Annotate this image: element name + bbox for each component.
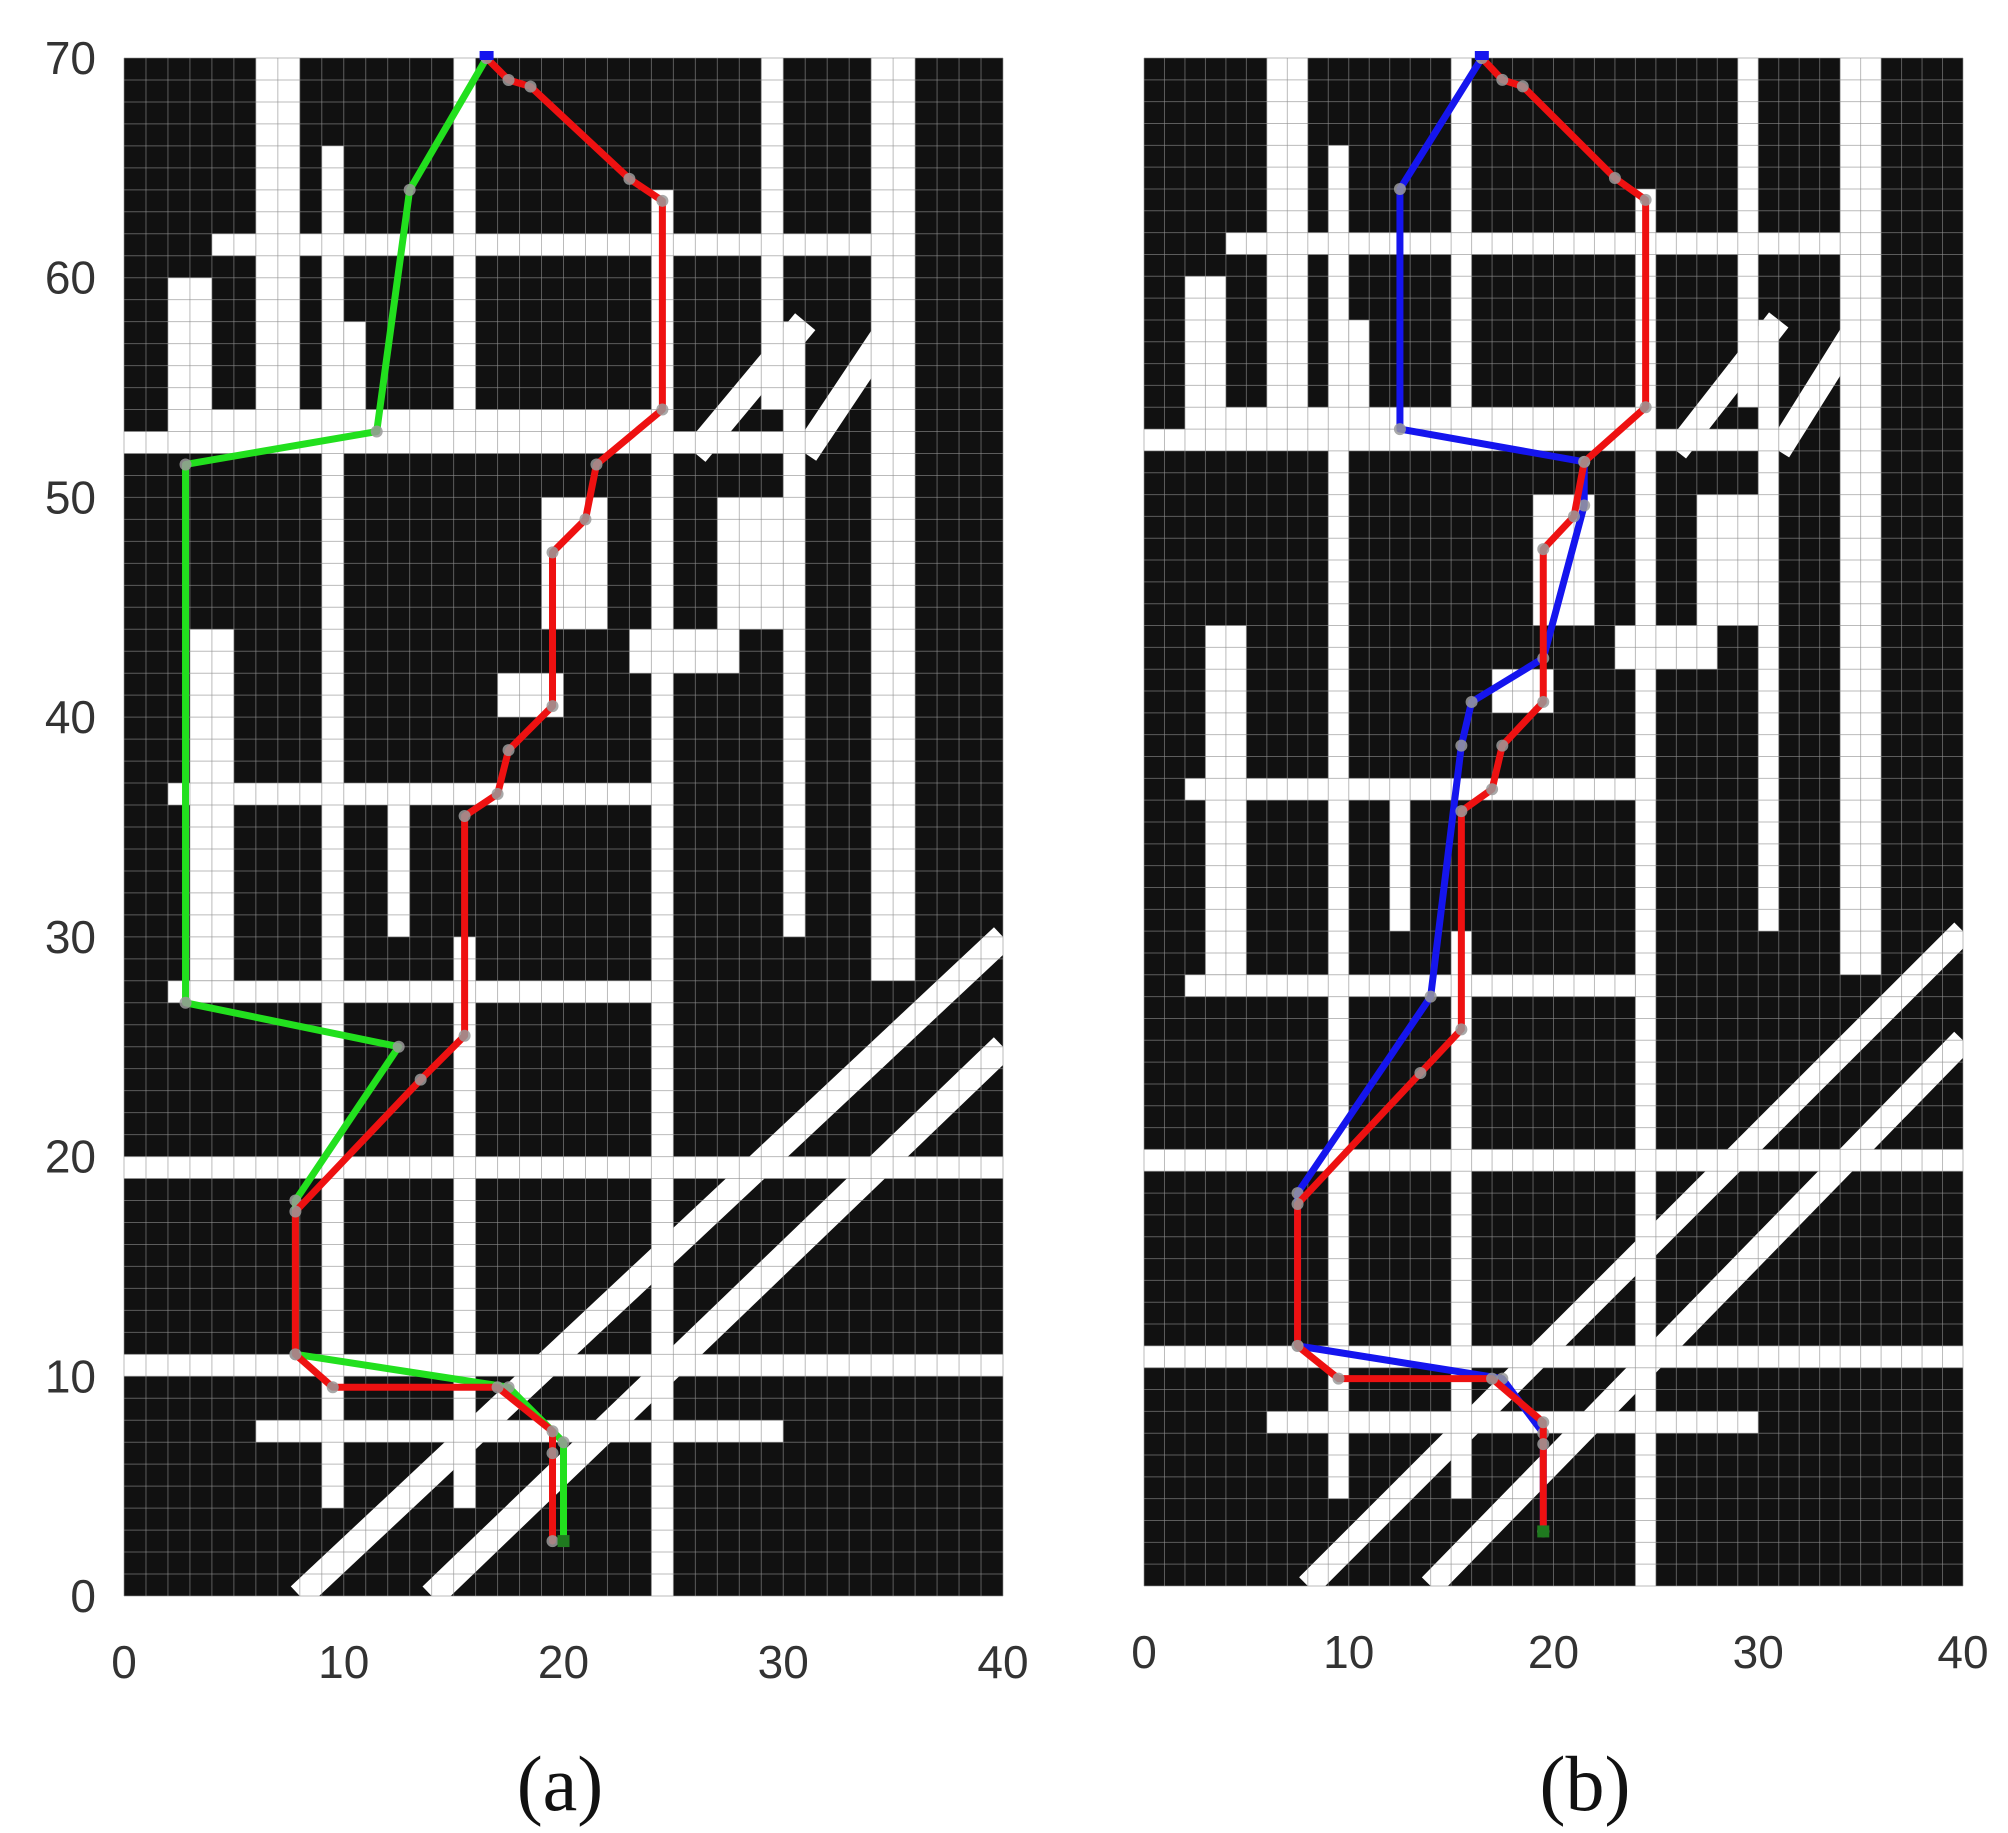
waypoint-marker	[1486, 783, 1499, 796]
waypoint-marker	[1537, 543, 1550, 556]
waypoint-marker	[557, 1436, 570, 1449]
waypoint-marker	[1414, 1067, 1427, 1080]
waypoint-marker	[1486, 1372, 1499, 1385]
waypoint-marker	[579, 513, 592, 526]
waypoint-marker	[1567, 510, 1580, 523]
waypoint-marker	[1455, 1023, 1468, 1036]
free-cell-block	[167, 783, 674, 806]
waypoint-marker	[1639, 401, 1652, 414]
waypoint-marker	[623, 172, 636, 185]
waypoint-marker	[1516, 80, 1529, 93]
waypoint-marker	[458, 810, 471, 823]
y-tick-label: 0	[70, 1570, 96, 1622]
waypoint-marker	[1496, 739, 1509, 752]
waypoint-marker	[1291, 1198, 1304, 1210]
free-cell-block	[673, 233, 872, 256]
waypoint-marker	[1639, 193, 1652, 206]
waypoint-marker	[502, 744, 515, 757]
x-tick-label: 40	[1937, 1626, 1988, 1678]
y-tick-label: 50	[45, 471, 96, 523]
waypoint-marker	[1291, 1339, 1304, 1352]
y-tick-label: 60	[45, 252, 96, 304]
waypoint-marker	[179, 458, 192, 471]
waypoint-marker	[502, 73, 515, 86]
waypoint-marker	[1537, 1438, 1550, 1451]
waypoint-marker	[458, 1029, 471, 1042]
waypoint-marker	[326, 1381, 339, 1394]
waypoint-marker	[1332, 1372, 1345, 1385]
waypoint-marker	[656, 194, 669, 207]
waypoint-marker	[524, 80, 537, 93]
waypoint-marker	[1537, 1416, 1550, 1429]
free-cell-block	[1184, 778, 1656, 801]
waypoint-marker	[546, 1535, 559, 1548]
x-tick-label: 30	[758, 1636, 809, 1688]
waypoint-marker	[1578, 499, 1591, 512]
waypoint-marker	[1455, 805, 1468, 818]
x-tick-label: 0	[111, 1636, 137, 1688]
waypoint-marker	[656, 403, 669, 416]
panel-a: 0 10 20 30 40 0 10 20 30 40 50 60 70	[45, 32, 1029, 1688]
caption-a: (a)	[517, 1740, 604, 1827]
x-tick-label: 10	[318, 1636, 369, 1688]
waypoint-marker	[392, 1040, 405, 1053]
waypoint-marker	[491, 788, 504, 801]
waypoint-marker	[414, 1073, 427, 1086]
waypoint-marker	[491, 1381, 504, 1394]
y-tick-label: 10	[45, 1350, 96, 1402]
waypoint-marker	[289, 1348, 302, 1361]
waypoint-marker	[546, 700, 559, 713]
waypoint-marker	[1608, 172, 1621, 185]
waypoint-marker	[1393, 182, 1406, 195]
goal-marker	[1474, 51, 1489, 60]
waypoint-marker	[1455, 739, 1468, 752]
start-marker	[1537, 1525, 1550, 1538]
x-tick-label: 20	[538, 1636, 589, 1688]
panel-b: 0 10 20 30 40	[1131, 51, 1989, 1678]
free-cell-block	[1655, 232, 1841, 255]
path-series-0	[1294, 54, 1588, 1535]
goal-marker	[479, 51, 494, 60]
waypoint-marker	[403, 183, 416, 196]
y-tick-label: 20	[45, 1131, 96, 1183]
x-tick-label: 0	[1131, 1626, 1157, 1678]
waypoint-marker	[1465, 695, 1478, 708]
waypoint-marker	[1537, 695, 1550, 708]
y-tick-label: 30	[45, 911, 96, 963]
waypoint-marker	[546, 1447, 559, 1460]
waypoint-marker	[289, 1205, 302, 1218]
waypoint-marker	[1496, 73, 1509, 86]
x-tick-label: 20	[1528, 1626, 1579, 1678]
waypoint-marker	[546, 546, 559, 559]
start-marker	[557, 1535, 570, 1548]
x-tick-label: 40	[977, 1636, 1028, 1688]
x-tick-label: 30	[1733, 1626, 1784, 1678]
waypoint-marker	[1393, 423, 1406, 436]
y-tick-label: 40	[45, 691, 96, 743]
waypoint-marker	[370, 425, 383, 438]
x-tick-label: 10	[1323, 1626, 1374, 1678]
path-series-1	[291, 54, 666, 1545]
caption-b: (b)	[1540, 1740, 1631, 1827]
waypoint-marker	[590, 458, 603, 471]
waypoint-marker	[179, 996, 192, 1009]
waypoint-marker	[1424, 990, 1437, 1003]
y-tick-label: 70	[45, 32, 96, 84]
waypoint-marker	[1578, 455, 1591, 468]
waypoint-marker	[546, 1425, 559, 1438]
path-series-1	[1294, 54, 1650, 1535]
